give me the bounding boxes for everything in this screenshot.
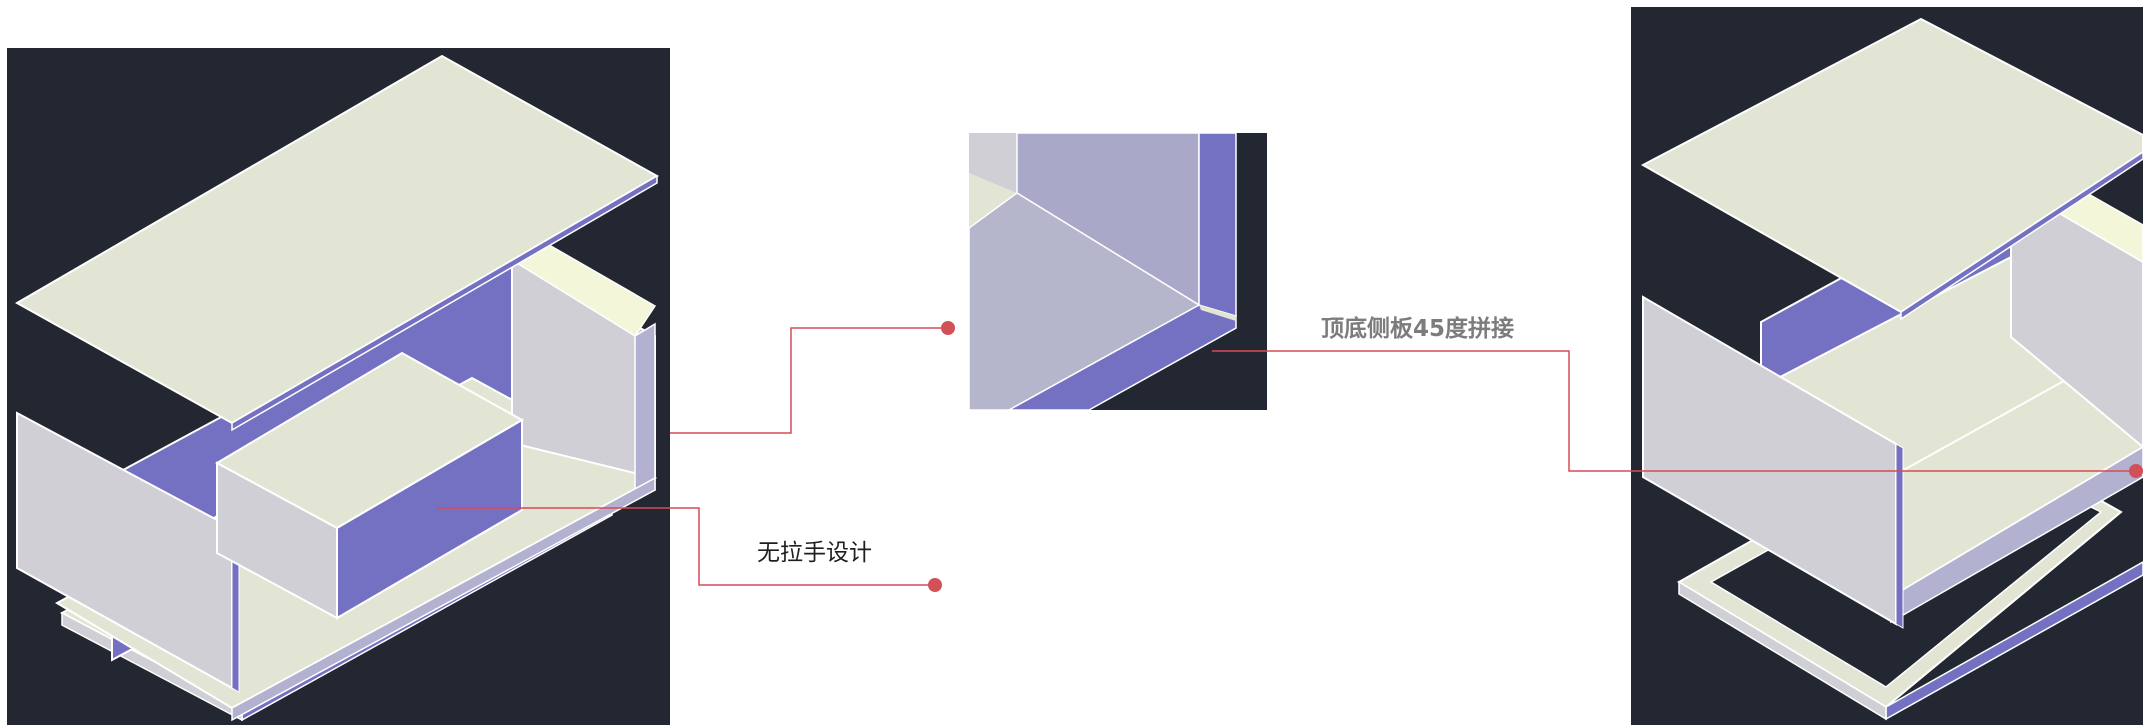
top-lid: [14, 54, 660, 432]
annotation-no-handle-design: 无拉手设计: [757, 540, 872, 566]
assembled-box-drawing: [1640, 17, 2143, 721]
annotation-miter-joint: 顶底侧板45度拼接: [1321, 316, 1515, 342]
top-lid-right: [1640, 17, 2143, 321]
exploded-box-drawing: [14, 54, 660, 722]
callout-dot: [928, 578, 942, 592]
miter-joint-detail-view: [969, 133, 1267, 410]
assembled-box-view: [1631, 7, 2143, 725]
exploded-box-drawer-view: [7, 48, 670, 725]
miter-joint-drawing: [969, 133, 1237, 410]
drawer: [214, 351, 525, 620]
miter-joint-corner: [969, 133, 1237, 410]
leader-line-miter-detail: [670, 321, 955, 434]
callout-dot: [941, 321, 955, 335]
